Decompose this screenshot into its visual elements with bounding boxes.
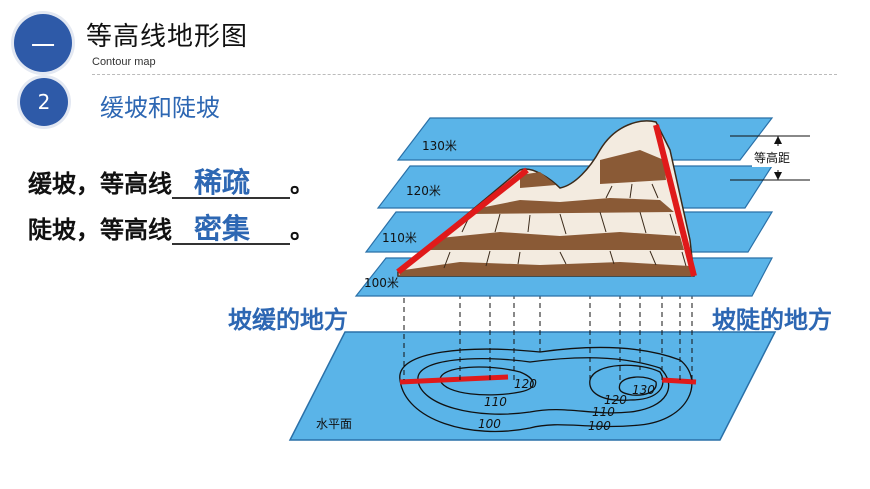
gentle-slope-label: 坡缓的地方 (228, 306, 348, 334)
header-divider (92, 74, 837, 75)
gentle-slope-line (396, 167, 529, 275)
plane-label-130: 130米 (422, 139, 457, 153)
chapter-title: 等高线地形图 (86, 22, 249, 52)
statement-steep-slope: 陡坡，等高线密集 。 (28, 210, 314, 245)
contour-value-100-right: 100 (588, 419, 611, 433)
plane-label-110: 110米 (382, 231, 417, 245)
plane-label-120: 120米 (406, 184, 441, 198)
statement-suffix: 。 (290, 170, 314, 198)
contour-value-120-right: 120 (604, 393, 627, 407)
chapter-number-badge: 一 (14, 14, 72, 72)
mountain-section (397, 120, 695, 277)
statement-gentle-slope: 缓坡，等高线稀疏 。 (28, 164, 314, 199)
answer-text: 密集 (194, 212, 251, 245)
section-number-badge: 2 (20, 78, 68, 126)
contour-interval-label: 等高距 (754, 150, 790, 165)
answer-blank: 密集 (172, 212, 290, 245)
section-title: 缓坡和陡坡 (100, 94, 220, 122)
plane-label-100: 100米 (364, 276, 399, 290)
steep-slope-label: 坡陡的地方 (712, 306, 832, 334)
section-number: 2 (37, 90, 51, 114)
statement-prefix: 陡坡，等高线 (28, 216, 172, 244)
contour-value-120-left: 120 (514, 377, 537, 391)
answer-blank: 稀疏 (172, 166, 290, 199)
contour-value-130-right: 130 (632, 383, 655, 397)
base-plane-label: 水平面 (316, 417, 352, 431)
statement-suffix: 。 (290, 216, 314, 244)
steep-slope-line (653, 124, 697, 277)
plane-130 (396, 117, 774, 161)
chapter-subtitle: Contour map (92, 56, 156, 68)
statement-prefix: 缓坡，等高线 (28, 170, 172, 198)
answer-text: 稀疏 (194, 166, 251, 199)
contour-value-110-left: 110 (484, 395, 507, 409)
contour-value-100-left: 100 (478, 417, 501, 431)
chapter-number: 一 (31, 31, 55, 60)
steep-slope-base-line (661, 377, 697, 385)
base-contours (399, 346, 693, 433)
contour-value-110-right: 110 (592, 405, 615, 419)
